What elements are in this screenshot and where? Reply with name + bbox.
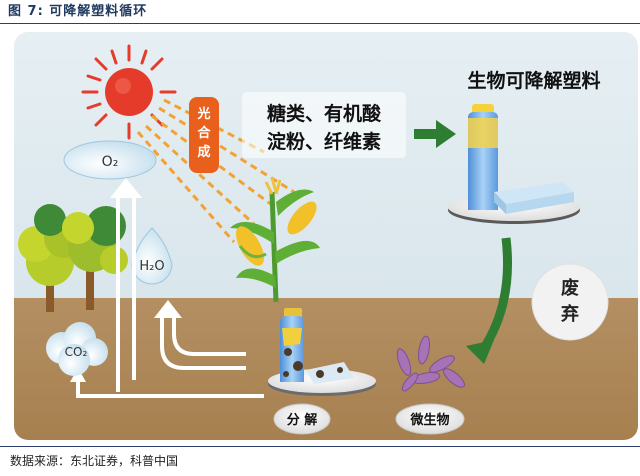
decomposing-bottle-icon xyxy=(268,308,376,396)
figure-title: 图 7: 可降解塑料循环 xyxy=(8,4,148,19)
photosynthesis-badge: 光 合 成 xyxy=(189,97,219,173)
waste-char-2: 弃 xyxy=(561,303,579,325)
nutrient-flow-arrows xyxy=(76,192,264,398)
waste-char-1: 废 xyxy=(561,277,579,299)
bottle-icon xyxy=(468,104,498,210)
co2-label: CO₂ xyxy=(65,345,88,359)
bioplastic-label: 生物可降解塑料 xyxy=(467,69,600,92)
photosynthesis-char-3: 成 xyxy=(197,144,210,160)
water-drop-icon: H₂O xyxy=(131,227,173,285)
waste-badge: 废 弃 xyxy=(531,263,609,341)
co2-cloud: CO₂ xyxy=(46,322,108,376)
sugars-line-2: 淀粉、纤维素 xyxy=(267,130,381,153)
arrow-to-bioplastic xyxy=(414,120,456,148)
corn-plant-icon xyxy=(230,177,320,303)
microbes-label-plate: 微生物 xyxy=(395,403,465,435)
bioplastic-products xyxy=(448,104,580,224)
oxygen-bubble: O₂ xyxy=(63,140,157,180)
h2o-label: H₂O xyxy=(139,259,164,274)
sugars-line-1: 糖类、有机酸 xyxy=(267,102,382,125)
sugars-starch-box: 糖类、有机酸 淀粉、纤维素 xyxy=(242,92,406,158)
trees-icon xyxy=(18,204,128,312)
top-rule xyxy=(0,23,640,24)
o2-label: O₂ xyxy=(102,154,119,170)
microbes-label: 微生物 xyxy=(409,412,449,428)
decompose-label-plate: 分 解 xyxy=(273,403,331,435)
degradable-plastic-cycle-diagram: 光 合 成 糖类、有机酸 淀粉、纤维素 生物可降解塑料 xyxy=(14,32,638,440)
container-box-icon xyxy=(494,182,574,214)
photosynthesis-char-1: 光 xyxy=(196,106,210,122)
source-note: 数据来源：东北证券，科普中国 xyxy=(10,454,179,468)
decompose-label: 分 解 xyxy=(287,412,318,428)
microbes-icon xyxy=(396,335,465,392)
photosynthesis-char-2: 合 xyxy=(197,125,211,141)
bottom-rule xyxy=(0,446,640,447)
